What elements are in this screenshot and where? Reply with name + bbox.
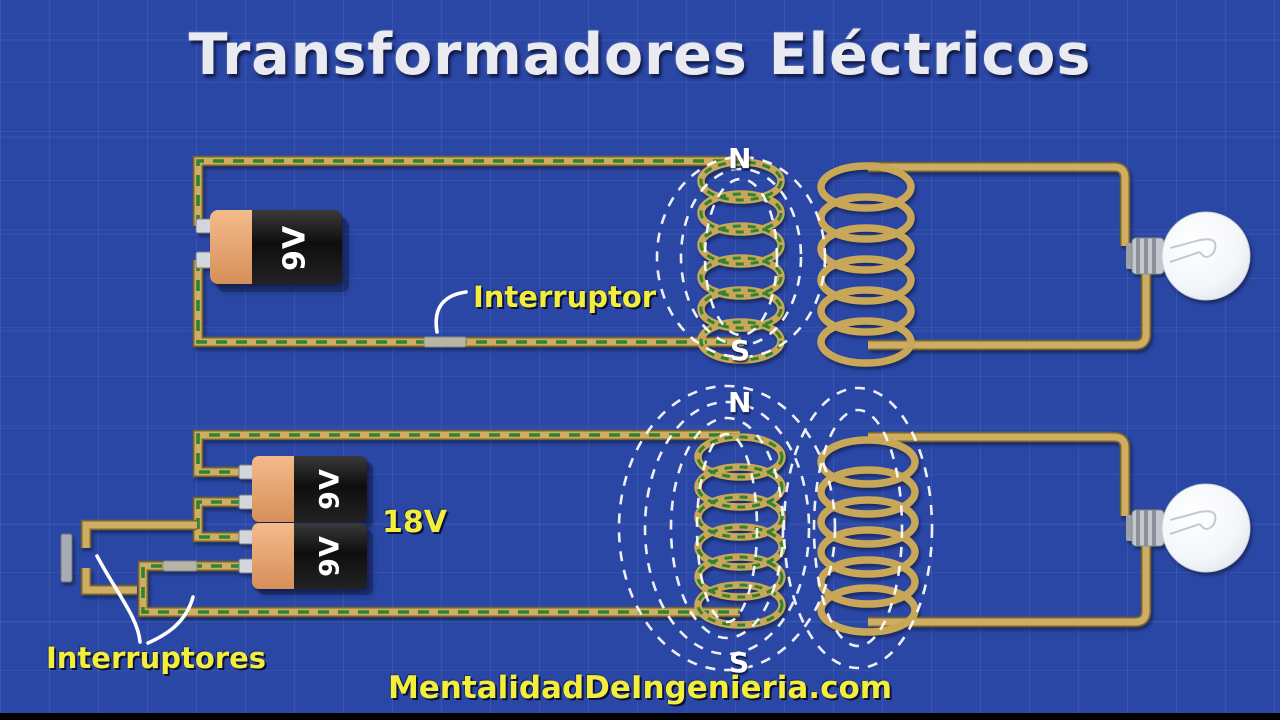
interruptores-pointer-line-left bbox=[95, 554, 142, 644]
south-pole-label-top: S bbox=[730, 334, 751, 367]
battery-terminal bbox=[195, 218, 212, 234]
battery-voltage-label: 9V bbox=[315, 535, 346, 577]
battery-voltage-label: 9V bbox=[315, 468, 346, 510]
bottom-secondary-coil bbox=[817, 436, 919, 636]
battery-9v-bottom-circuit-lower: 9V bbox=[238, 523, 373, 595]
battery-terminal bbox=[238, 529, 255, 545]
page-title: Transformadores Eléctricos bbox=[188, 22, 1092, 88]
interruptores-pointer-line-right bbox=[146, 595, 195, 645]
bottom-primary-coil bbox=[694, 433, 786, 629]
north-pole-label-bottom: N bbox=[728, 386, 752, 419]
battery-terminal bbox=[238, 464, 255, 480]
bottom-circuit-wires bbox=[60, 435, 1146, 622]
total-voltage-label: 18V bbox=[382, 505, 447, 540]
battery-9v-bottom-circuit-upper: 9V bbox=[238, 456, 373, 528]
battery-terminal bbox=[238, 494, 255, 510]
south-pole-label-bottom: S bbox=[729, 646, 750, 679]
closed-switch-top-circuit bbox=[423, 336, 467, 348]
open-switch-blade bbox=[60, 533, 73, 583]
interruptor-pointer-line bbox=[434, 290, 468, 334]
top-transformer-field-lines bbox=[655, 155, 827, 359]
closed-switch-bottom-circuit bbox=[162, 560, 198, 572]
top-secondary-coil bbox=[817, 162, 915, 367]
interruptores-label: Interruptores bbox=[46, 641, 266, 675]
website-watermark: MentalidadDeIngenieria.com bbox=[387, 670, 893, 706]
battery-voltage-label: 9V bbox=[278, 225, 313, 271]
interruptor-label: Interruptor bbox=[473, 280, 657, 314]
bottom-transformer-field-lines bbox=[617, 384, 934, 672]
top-circuit-wires bbox=[198, 161, 1146, 347]
letterbox-bar bbox=[0, 713, 1280, 720]
north-pole-label-top: N bbox=[728, 142, 752, 175]
top-primary-coil bbox=[697, 158, 785, 364]
battery-terminal bbox=[238, 558, 255, 574]
battery-9v-top-circuit: 9V bbox=[195, 210, 349, 292]
battery-terminal bbox=[195, 251, 212, 269]
